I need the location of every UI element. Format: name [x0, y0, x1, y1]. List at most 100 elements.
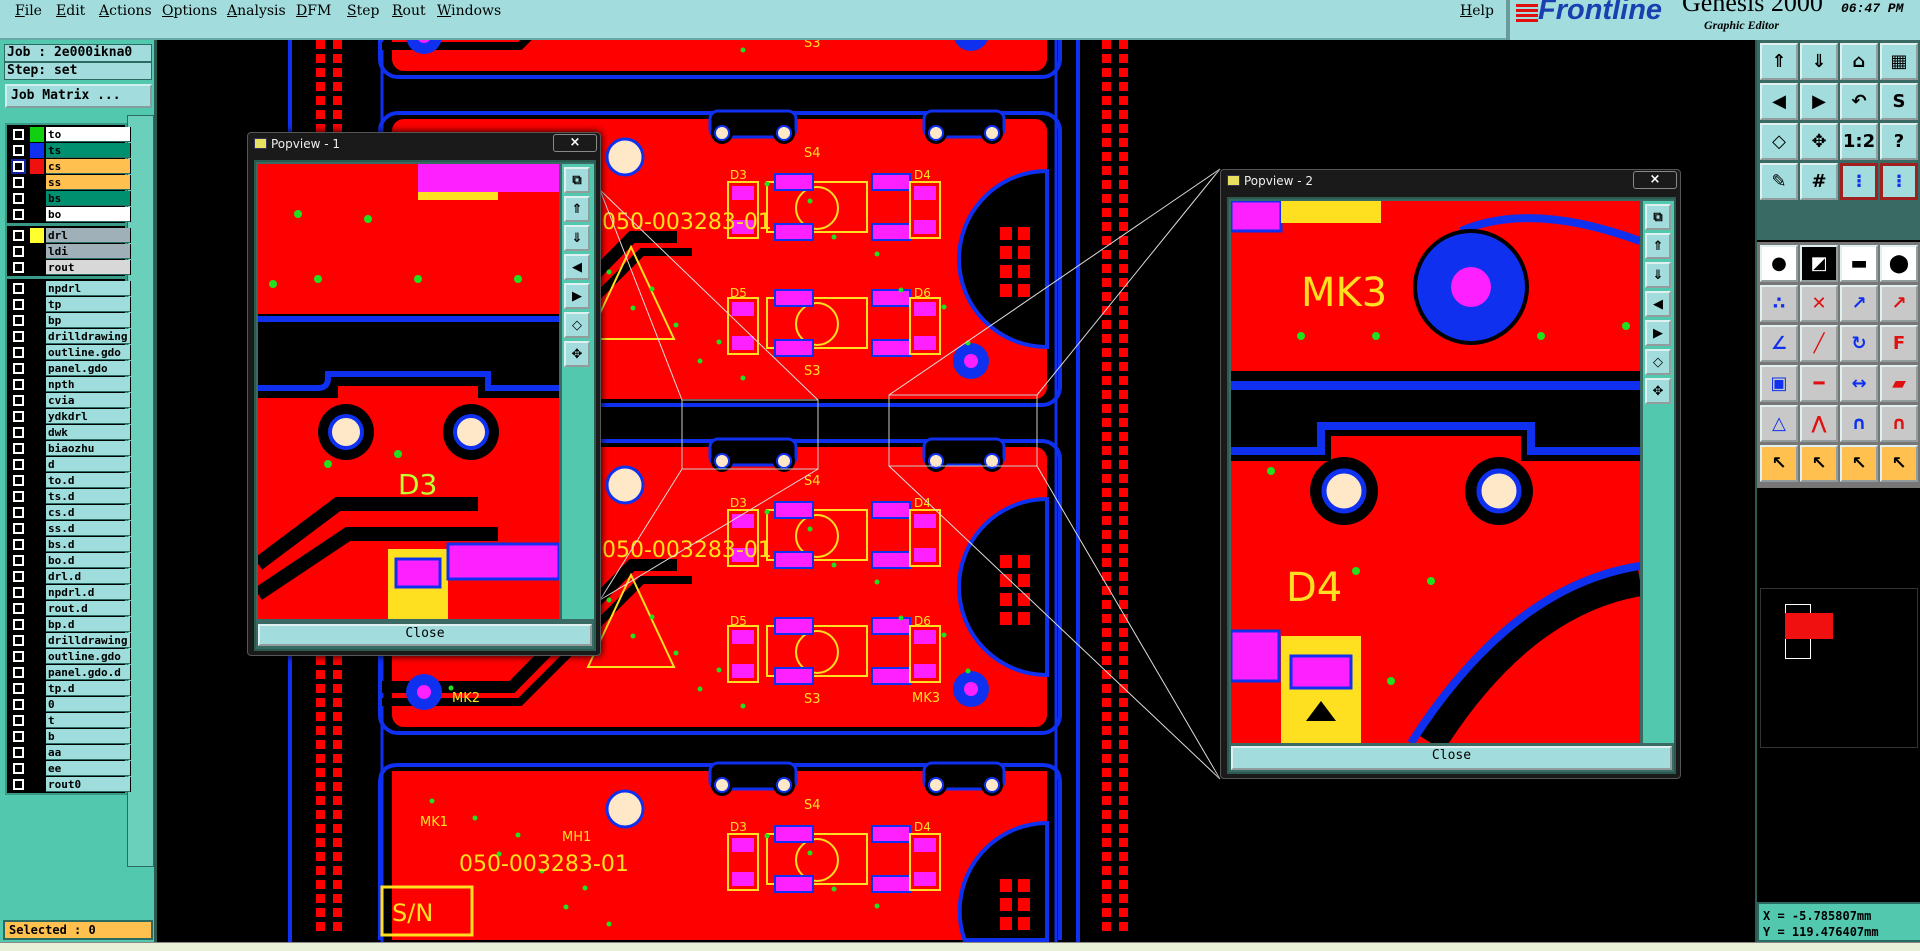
- layer-checkbox[interactable]: [13, 315, 24, 326]
- measure-box-icon[interactable]: ◩: [1800, 245, 1838, 282]
- zoom-fit-icon[interactable]: ◇: [1760, 123, 1798, 160]
- snap-icon[interactable]: S: [1880, 83, 1918, 120]
- layer-checkbox[interactable]: [11, 159, 26, 174]
- layer-row[interactable]: ee: [10, 761, 131, 776]
- layer-checkbox[interactable]: [13, 587, 24, 598]
- layer-row[interactable]: cvia: [10, 393, 131, 408]
- layer-checkbox[interactable]: [13, 715, 24, 726]
- zoom-fit-icon[interactable]: ◇: [564, 312, 590, 338]
- layer-row[interactable]: ts: [10, 143, 131, 158]
- rotate-icon[interactable]: ↻: [1840, 325, 1878, 362]
- save-icon[interactable]: ⇓: [564, 225, 590, 251]
- layer-checkbox[interactable]: [13, 667, 24, 678]
- select-icon[interactable]: ↖: [1760, 445, 1798, 482]
- pan-right-icon[interactable]: ▶: [1645, 320, 1671, 346]
- layer-checkbox[interactable]: [13, 603, 24, 614]
- select-box-icon[interactable]: ↖: [1800, 445, 1838, 482]
- help-icon[interactable]: ?: [1880, 123, 1918, 160]
- popview-2-close-icon[interactable]: ×: [1633, 171, 1677, 189]
- layer-checkbox[interactable]: [13, 683, 24, 694]
- menu-analysis[interactable]: Analysis: [227, 3, 286, 19]
- angle-icon[interactable]: ∠: [1760, 325, 1798, 362]
- zoom-fit-icon[interactable]: ◇: [1645, 349, 1671, 375]
- pan-right-icon[interactable]: ▶: [1800, 83, 1838, 120]
- double-triangle-icon[interactable]: ⋀: [1800, 405, 1838, 442]
- layer-checkbox[interactable]: [13, 177, 24, 188]
- open-icon[interactable]: ⇑: [1645, 233, 1671, 259]
- pan-right-icon[interactable]: ▶: [564, 283, 590, 309]
- layer-checkbox[interactable]: [13, 571, 24, 582]
- layer-row[interactable]: rout: [10, 260, 131, 275]
- layer-row[interactable]: tp: [10, 297, 131, 312]
- layer-checkbox[interactable]: [13, 635, 24, 646]
- layer-row[interactable]: npdrl: [10, 281, 131, 296]
- layer-checkbox[interactable]: [13, 699, 24, 710]
- arch-icon[interactable]: ∩: [1840, 405, 1878, 442]
- layer-checkbox[interactable]: [13, 459, 24, 470]
- spacing-icon[interactable]: ↔: [1840, 365, 1878, 402]
- undo-view-icon[interactable]: ↶: [1840, 83, 1878, 120]
- menu-rout[interactable]: Rout: [392, 3, 426, 19]
- layer-row[interactable]: bp: [10, 313, 131, 328]
- layer-row[interactable]: panel.gdo.d: [10, 665, 131, 680]
- layer-checkbox[interactable]: [13, 443, 24, 454]
- layer-checkbox[interactable]: [13, 283, 24, 294]
- layer-checkbox[interactable]: [13, 555, 24, 566]
- menu-step[interactable]: Step: [347, 3, 380, 19]
- pan-left-icon[interactable]: ◀: [564, 254, 590, 280]
- menu-dfm[interactable]: DFM: [296, 3, 332, 19]
- window-grid-icon[interactable]: ▦: [1880, 43, 1918, 80]
- layer-row[interactable]: to.d: [10, 473, 131, 488]
- connect-icon[interactable]: ∴: [1760, 285, 1798, 322]
- open-icon[interactable]: ⇑: [564, 196, 590, 222]
- layer-checkbox[interactable]: [13, 145, 24, 156]
- layer-scrollbar[interactable]: [127, 115, 154, 867]
- layer-checkbox[interactable]: [13, 347, 24, 358]
- menu-help[interactable]: Help: [1460, 3, 1494, 19]
- layer-row[interactable]: drl.d: [10, 569, 131, 584]
- layer-row[interactable]: npdrl.d: [10, 585, 131, 600]
- layer-row[interactable]: rout0: [10, 777, 131, 792]
- overview-map[interactable]: [1760, 588, 1918, 748]
- layer-checkbox[interactable]: [13, 747, 24, 758]
- layer-row[interactable]: bs: [10, 191, 131, 206]
- pan-left-icon[interactable]: ◀: [1645, 291, 1671, 317]
- menu-options[interactable]: Options: [162, 3, 218, 19]
- open-job-icon[interactable]: ⇑: [1760, 43, 1798, 80]
- menu-windows[interactable]: Windows: [437, 3, 502, 19]
- split-line-icon[interactable]: ━: [1800, 365, 1838, 402]
- layer-checkbox[interactable]: [13, 129, 24, 140]
- save-icon[interactable]: ⇓: [1645, 262, 1671, 288]
- layer-row[interactable]: b: [10, 729, 131, 744]
- shapes-icon[interactable]: ▰: [1880, 365, 1918, 402]
- layer-checkbox[interactable]: [13, 475, 24, 486]
- layer-row[interactable]: drl: [10, 228, 131, 243]
- menu-edit[interactable]: Edit: [56, 3, 86, 19]
- layer-row[interactable]: outline.gdo: [10, 649, 131, 664]
- popview-1-window[interactable]: Popview - 1 × D3 ⧉⇑⇓◀▶◇✥ Close: [247, 132, 601, 656]
- layer-checkbox[interactable]: [13, 230, 24, 241]
- cross-icon[interactable]: ✕: [1800, 285, 1838, 322]
- pan-left-icon[interactable]: ◀: [1760, 83, 1798, 120]
- layer-row[interactable]: ldi: [10, 244, 131, 259]
- layer-row[interactable]: drilldrawing: [10, 633, 131, 648]
- layer-row[interactable]: panel.gdo: [10, 361, 131, 376]
- layer-checkbox[interactable]: [13, 427, 24, 438]
- netlist-icon[interactable]: ⁝: [1840, 163, 1878, 200]
- layer-checkbox[interactable]: [13, 262, 24, 273]
- move-pad-icon[interactable]: ↗: [1880, 285, 1918, 322]
- job-matrix-button[interactable]: Job Matrix ...: [5, 84, 152, 108]
- tools-icon[interactable]: ✎: [1760, 163, 1798, 200]
- layer-row[interactable]: ss.d: [10, 521, 131, 536]
- layer-row[interactable]: ss: [10, 175, 131, 190]
- popview-1-close-icon[interactable]: ×: [553, 134, 597, 152]
- layer-row[interactable]: bs.d: [10, 537, 131, 552]
- layer-checkbox[interactable]: [13, 731, 24, 742]
- copy-view-icon[interactable]: ⧉: [1645, 204, 1671, 230]
- home-icon[interactable]: ⌂: [1840, 43, 1878, 80]
- menu-actions[interactable]: Actions: [99, 3, 152, 19]
- layer-row[interactable]: dwk: [10, 425, 131, 440]
- popview-1-close-button[interactable]: Close: [258, 624, 592, 646]
